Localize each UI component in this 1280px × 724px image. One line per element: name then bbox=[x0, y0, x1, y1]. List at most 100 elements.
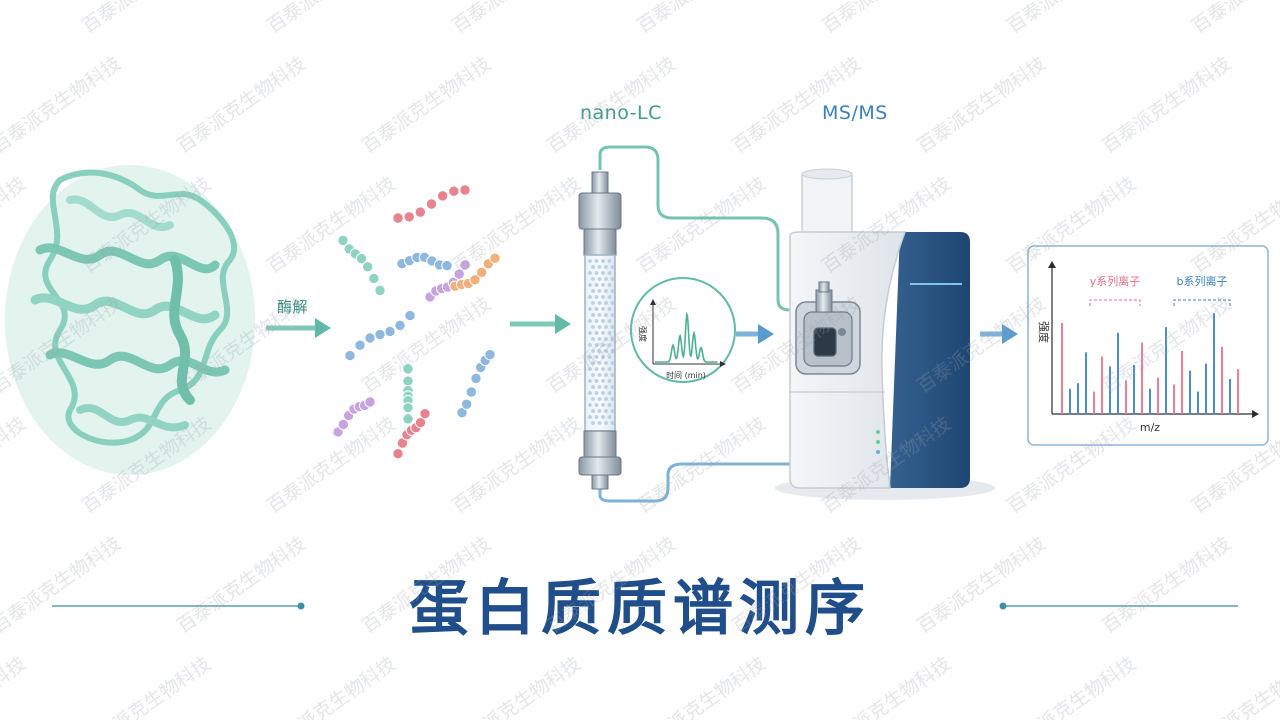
packing-bead bbox=[610, 337, 615, 341]
packing-bead bbox=[591, 421, 595, 425]
packing-bead bbox=[588, 343, 592, 347]
packing-bead bbox=[591, 313, 595, 317]
packing-bead bbox=[607, 283, 612, 287]
packing-bead bbox=[601, 343, 605, 347]
packing-bead bbox=[610, 409, 615, 413]
amino-acid-bead bbox=[465, 386, 478, 398]
packing-bead bbox=[594, 379, 599, 383]
packing-bead bbox=[610, 385, 615, 389]
packing-bead bbox=[597, 421, 602, 425]
packing-bead bbox=[588, 283, 592, 287]
packing-bead bbox=[597, 325, 602, 329]
amino-acid-bead bbox=[392, 447, 404, 460]
nano-lc-label: nano-LC bbox=[580, 102, 662, 124]
packing-bead bbox=[597, 409, 602, 413]
packing-bead bbox=[588, 379, 592, 383]
spectrum-peaks bbox=[1061, 313, 1239, 414]
page-title: 蛋白质质谱测序 bbox=[409, 574, 871, 644]
packing-bead bbox=[610, 397, 615, 401]
packing-bead bbox=[591, 337, 595, 341]
packing-bead bbox=[601, 367, 605, 371]
packing-bead bbox=[597, 385, 602, 389]
packing-bead bbox=[588, 331, 592, 335]
packing-bead bbox=[604, 361, 608, 365]
packing-bead bbox=[604, 277, 608, 281]
packing-bead bbox=[594, 367, 599, 371]
arrow-to-lc bbox=[510, 314, 571, 334]
msms-spectrum: y系列离子 b系列离子 强度 m/z bbox=[1027, 245, 1269, 446]
packing-bead bbox=[594, 355, 599, 359]
packing-bead bbox=[591, 301, 595, 305]
amino-acid-bead bbox=[402, 375, 414, 387]
lc-tubing-top bbox=[598, 145, 791, 312]
amino-acid-bead bbox=[368, 272, 380, 285]
title-decoration bbox=[52, 602, 1238, 610]
packing-bead bbox=[601, 307, 605, 311]
packing-bead bbox=[604, 349, 608, 353]
packing-bead bbox=[604, 301, 608, 305]
spectrum-frame bbox=[1027, 245, 1269, 446]
packing-bead bbox=[607, 331, 612, 335]
peptide-chain bbox=[456, 348, 496, 419]
column-packing bbox=[588, 259, 615, 425]
packing-bead bbox=[591, 349, 595, 353]
packing-bead bbox=[607, 367, 612, 371]
packing-bead bbox=[607, 307, 612, 311]
amino-acid-bead bbox=[469, 274, 481, 286]
packing-bead bbox=[591, 265, 595, 269]
amino-acid-bead bbox=[374, 284, 386, 297]
peptide-chain bbox=[332, 396, 376, 438]
packing-bead bbox=[597, 265, 602, 269]
amino-acid-bead bbox=[470, 372, 482, 385]
ion-source-window bbox=[813, 327, 837, 357]
amino-acid-bead bbox=[441, 259, 453, 272]
packing-bead bbox=[594, 295, 599, 299]
packing-bead bbox=[601, 379, 605, 383]
peptide-chain bbox=[392, 407, 431, 460]
ms-side-panel bbox=[890, 232, 970, 488]
amino-acid-bead bbox=[459, 184, 471, 196]
packing-bead bbox=[588, 415, 592, 419]
chromatogram: 强度 时间 (min) bbox=[630, 277, 736, 383]
packing-bead bbox=[591, 385, 595, 389]
protein-helix-1 bbox=[35, 243, 220, 274]
packing-bead bbox=[607, 295, 612, 299]
packing-bead bbox=[610, 349, 615, 353]
packing-bead bbox=[588, 355, 592, 359]
peptide-fragments bbox=[332, 184, 501, 460]
b-ions-label: b系列离子 bbox=[1177, 274, 1228, 288]
peptide-chain bbox=[337, 234, 386, 297]
amino-acid-bead bbox=[404, 309, 416, 322]
packing-bead bbox=[591, 361, 595, 365]
arrow-to-spectrum bbox=[980, 324, 1018, 344]
packing-bead bbox=[601, 355, 605, 359]
packing-bead bbox=[594, 415, 599, 419]
packing-bead bbox=[594, 319, 599, 323]
packing-bead bbox=[597, 277, 602, 281]
packing-bead bbox=[591, 325, 595, 329]
packing-bead bbox=[601, 295, 605, 299]
packing-bead bbox=[597, 373, 602, 377]
packing-bead bbox=[594, 307, 599, 311]
packing-bead bbox=[610, 421, 615, 425]
packing-bead bbox=[594, 283, 599, 287]
protein-helix-5 bbox=[76, 404, 189, 432]
packing-bead bbox=[607, 391, 612, 395]
packing-bead bbox=[601, 331, 605, 335]
packing-bead bbox=[607, 271, 612, 275]
amino-acid-bead bbox=[402, 413, 414, 425]
packing-bead bbox=[601, 283, 605, 287]
packing-bead bbox=[594, 331, 599, 335]
chromatogram-ylabel: 强度 bbox=[638, 326, 648, 342]
amino-acid-bead bbox=[361, 261, 374, 273]
amino-acid-bead bbox=[402, 363, 414, 375]
packing-bead bbox=[594, 271, 599, 275]
packing-bead bbox=[604, 265, 608, 269]
lc-column bbox=[578, 171, 622, 490]
amino-acid-bead bbox=[402, 402, 414, 414]
amino-acid-bead bbox=[394, 319, 406, 332]
amino-acid-bead bbox=[392, 212, 404, 224]
packing-bead bbox=[607, 259, 612, 263]
